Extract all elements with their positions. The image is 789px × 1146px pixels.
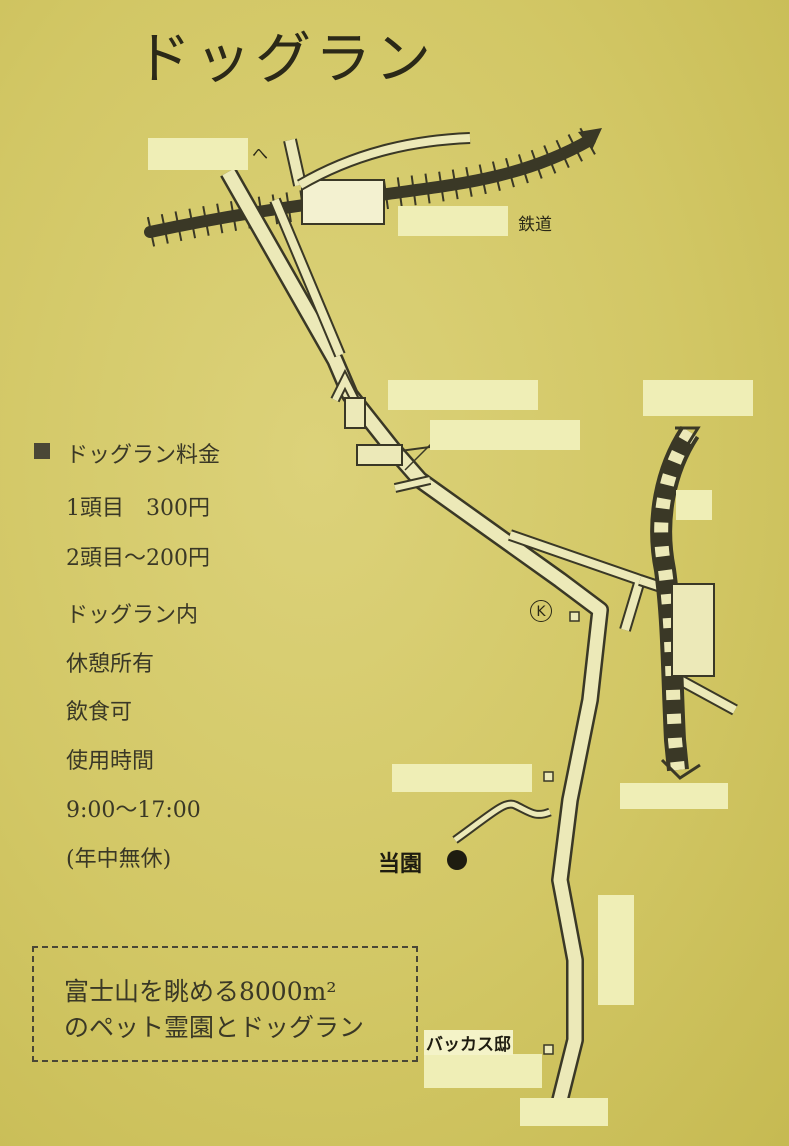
redaction-10 xyxy=(424,1054,542,1088)
current-location-marker xyxy=(447,850,467,870)
redaction-5 xyxy=(643,380,753,416)
arrow-mark: へ xyxy=(252,144,269,163)
right-railway xyxy=(650,425,701,780)
promo-line-2: のペット霊園とドッグラン xyxy=(64,1013,365,1042)
redaction-9 xyxy=(598,895,634,1005)
right-station xyxy=(671,583,715,677)
upper-station xyxy=(301,179,385,225)
redaction-8 xyxy=(620,783,728,809)
current-location-label: 当園 xyxy=(378,852,423,877)
redaction-2 xyxy=(398,206,508,236)
redaction-1 xyxy=(148,138,248,170)
promo-line-1: 富士山を眺める8000m² xyxy=(64,977,337,1006)
redaction-3 xyxy=(388,380,538,410)
fee-line: 休憩所有 xyxy=(66,652,155,677)
fee-line: 9:00～17:00 xyxy=(66,798,201,823)
redaction-4 xyxy=(430,420,580,450)
fee-line: 2頭目～200円 xyxy=(66,546,210,571)
redaction-7 xyxy=(392,764,532,792)
page-title: ドッグラン xyxy=(135,27,435,92)
redaction-11 xyxy=(520,1098,608,1126)
redaction-6 xyxy=(676,490,712,520)
fee-line: 飲食可 xyxy=(66,700,133,725)
railway-label: 鉄道 xyxy=(518,215,552,235)
promo-box: 富士山を眺める8000m² のペット霊園とドッグラン xyxy=(32,946,418,1062)
bullet-icon xyxy=(34,443,50,459)
fee-heading: ドッグラン料金 xyxy=(66,443,221,468)
fee-line: 1頭目 300円 xyxy=(66,496,210,521)
bakkasu-label: バッカス邸 xyxy=(424,1030,513,1055)
fee-line: ドッグラン内 xyxy=(66,603,199,628)
fee-line: 使用時間 xyxy=(66,749,155,774)
fee-line: (年中無休) xyxy=(66,847,172,872)
convenience-store-mark: K xyxy=(530,600,552,622)
